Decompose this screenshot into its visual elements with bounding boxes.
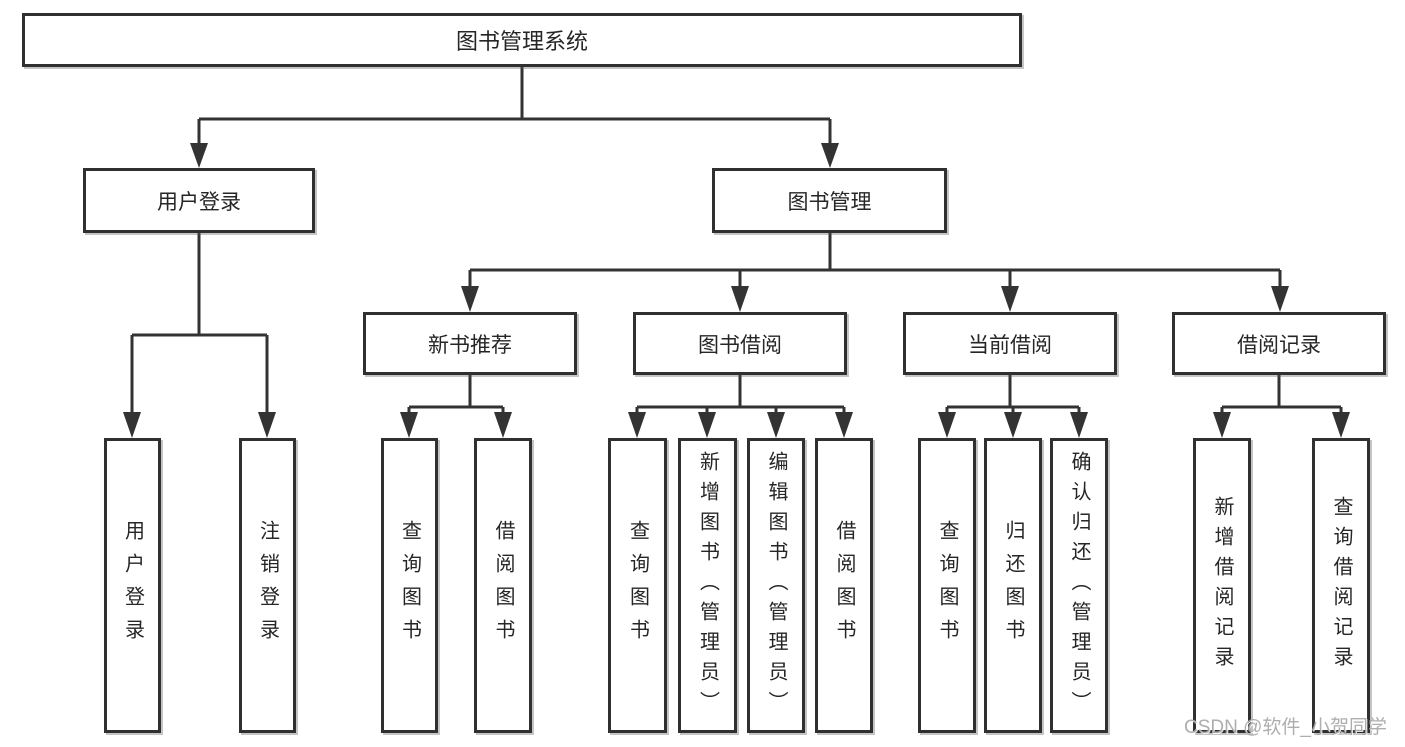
watermark: CSDN @软件_小贺同学 <box>1184 717 1387 738</box>
arrow-down-icon <box>1070 412 1088 438</box>
arrow-down-icon <box>821 143 839 168</box>
arrow-down-icon <box>258 412 276 438</box>
node-book-management: 图书管理 <box>712 168 947 233</box>
node-leaf-recommend-query-book: 查询图书 <box>381 438 438 733</box>
node-current-borrow-label: 当前借阅 <box>968 333 1052 357</box>
node-borrow-record: 借阅记录 <box>1172 312 1386 375</box>
arrow-down-icon <box>1271 286 1289 312</box>
node-leaf-logout: 注销登录 <box>239 438 296 733</box>
arrow-down-icon <box>461 286 479 312</box>
arrow-down-icon <box>835 412 853 438</box>
node-leaf-record-query: 查询借阅记录 <box>1312 438 1370 733</box>
node-borrow-record-label: 借阅记录 <box>1237 333 1321 357</box>
node-leaf-recommend-borrow-book: 借阅图书 <box>474 438 532 733</box>
node-current-borrow: 当前借阅 <box>903 312 1117 375</box>
node-leaf-recommend-borrow-book-label: 借阅图书 <box>492 519 514 652</box>
node-leaf-borrow-query-book: 查询图书 <box>608 438 667 733</box>
node-leaf-borrow-add-book-label: 新增图书（管理员） <box>696 450 719 721</box>
arrow-down-icon <box>628 412 646 438</box>
node-book-management-label: 图书管理 <box>787 190 872 214</box>
node-leaf-record-add: 新增借阅记录 <box>1193 438 1251 733</box>
node-book-borrow-label: 图书借阅 <box>698 333 782 357</box>
node-leaf-borrow-query-book-label: 查询图书 <box>626 519 649 652</box>
arrow-down-icon <box>938 412 956 438</box>
node-leaf-borrow-edit-book: 编辑图书（管理员） <box>747 438 805 733</box>
node-leaf-user-login: 用户登录 <box>104 438 161 733</box>
arrow-down-icon <box>400 412 418 438</box>
node-leaf-logout-label: 注销登录 <box>256 519 279 652</box>
node-leaf-borrow-borrow-book-label: 借阅图书 <box>833 519 855 652</box>
node-leaf-recommend-query-book-label: 查询图书 <box>398 519 421 652</box>
arrow-down-icon <box>190 143 208 168</box>
node-leaf-record-add-label: 新增借阅记录 <box>1211 495 1233 676</box>
node-leaf-record-query-label: 查询借阅记录 <box>1330 495 1352 676</box>
node-root-label: 图书管理系统 <box>455 29 588 54</box>
node-leaf-user-login-label: 用户登录 <box>121 519 144 652</box>
arrow-down-icon <box>1213 412 1231 438</box>
arrow-down-icon <box>1332 412 1350 438</box>
node-leaf-borrow-add-book: 新增图书（管理员） <box>678 438 737 733</box>
node-leaf-current-query-book: 查询图书 <box>918 438 976 733</box>
node-leaf-current-return-book-label: 归还图书 <box>1002 519 1024 652</box>
node-user-login-label: 用户登录 <box>157 190 241 214</box>
node-book-borrow: 图书借阅 <box>633 312 847 375</box>
arrow-down-icon <box>731 286 749 312</box>
node-leaf-current-query-book-label: 查询图书 <box>936 519 958 652</box>
arrow-down-icon <box>698 412 716 438</box>
arrow-down-icon <box>1001 286 1019 312</box>
node-root: 图书管理系统 <box>22 13 1022 67</box>
arrow-down-icon <box>767 412 785 438</box>
node-leaf-current-confirm-return: 确认归还（管理员） <box>1050 438 1108 733</box>
arrow-down-icon <box>494 412 512 438</box>
node-new-book-recommend: 新书推荐 <box>363 312 577 375</box>
arrow-down-icon <box>1004 412 1022 438</box>
node-leaf-current-return-book: 归还图书 <box>984 438 1042 733</box>
arrow-down-icon <box>123 412 141 438</box>
node-leaf-current-confirm-return-label: 确认归还（管理员） <box>1068 450 1090 721</box>
node-new-book-recommend-label: 新书推荐 <box>428 333 512 357</box>
node-leaf-borrow-borrow-book: 借阅图书 <box>815 438 873 733</box>
node-user-login: 用户登录 <box>83 168 315 233</box>
node-leaf-borrow-edit-book-label: 编辑图书（管理员） <box>765 450 787 721</box>
